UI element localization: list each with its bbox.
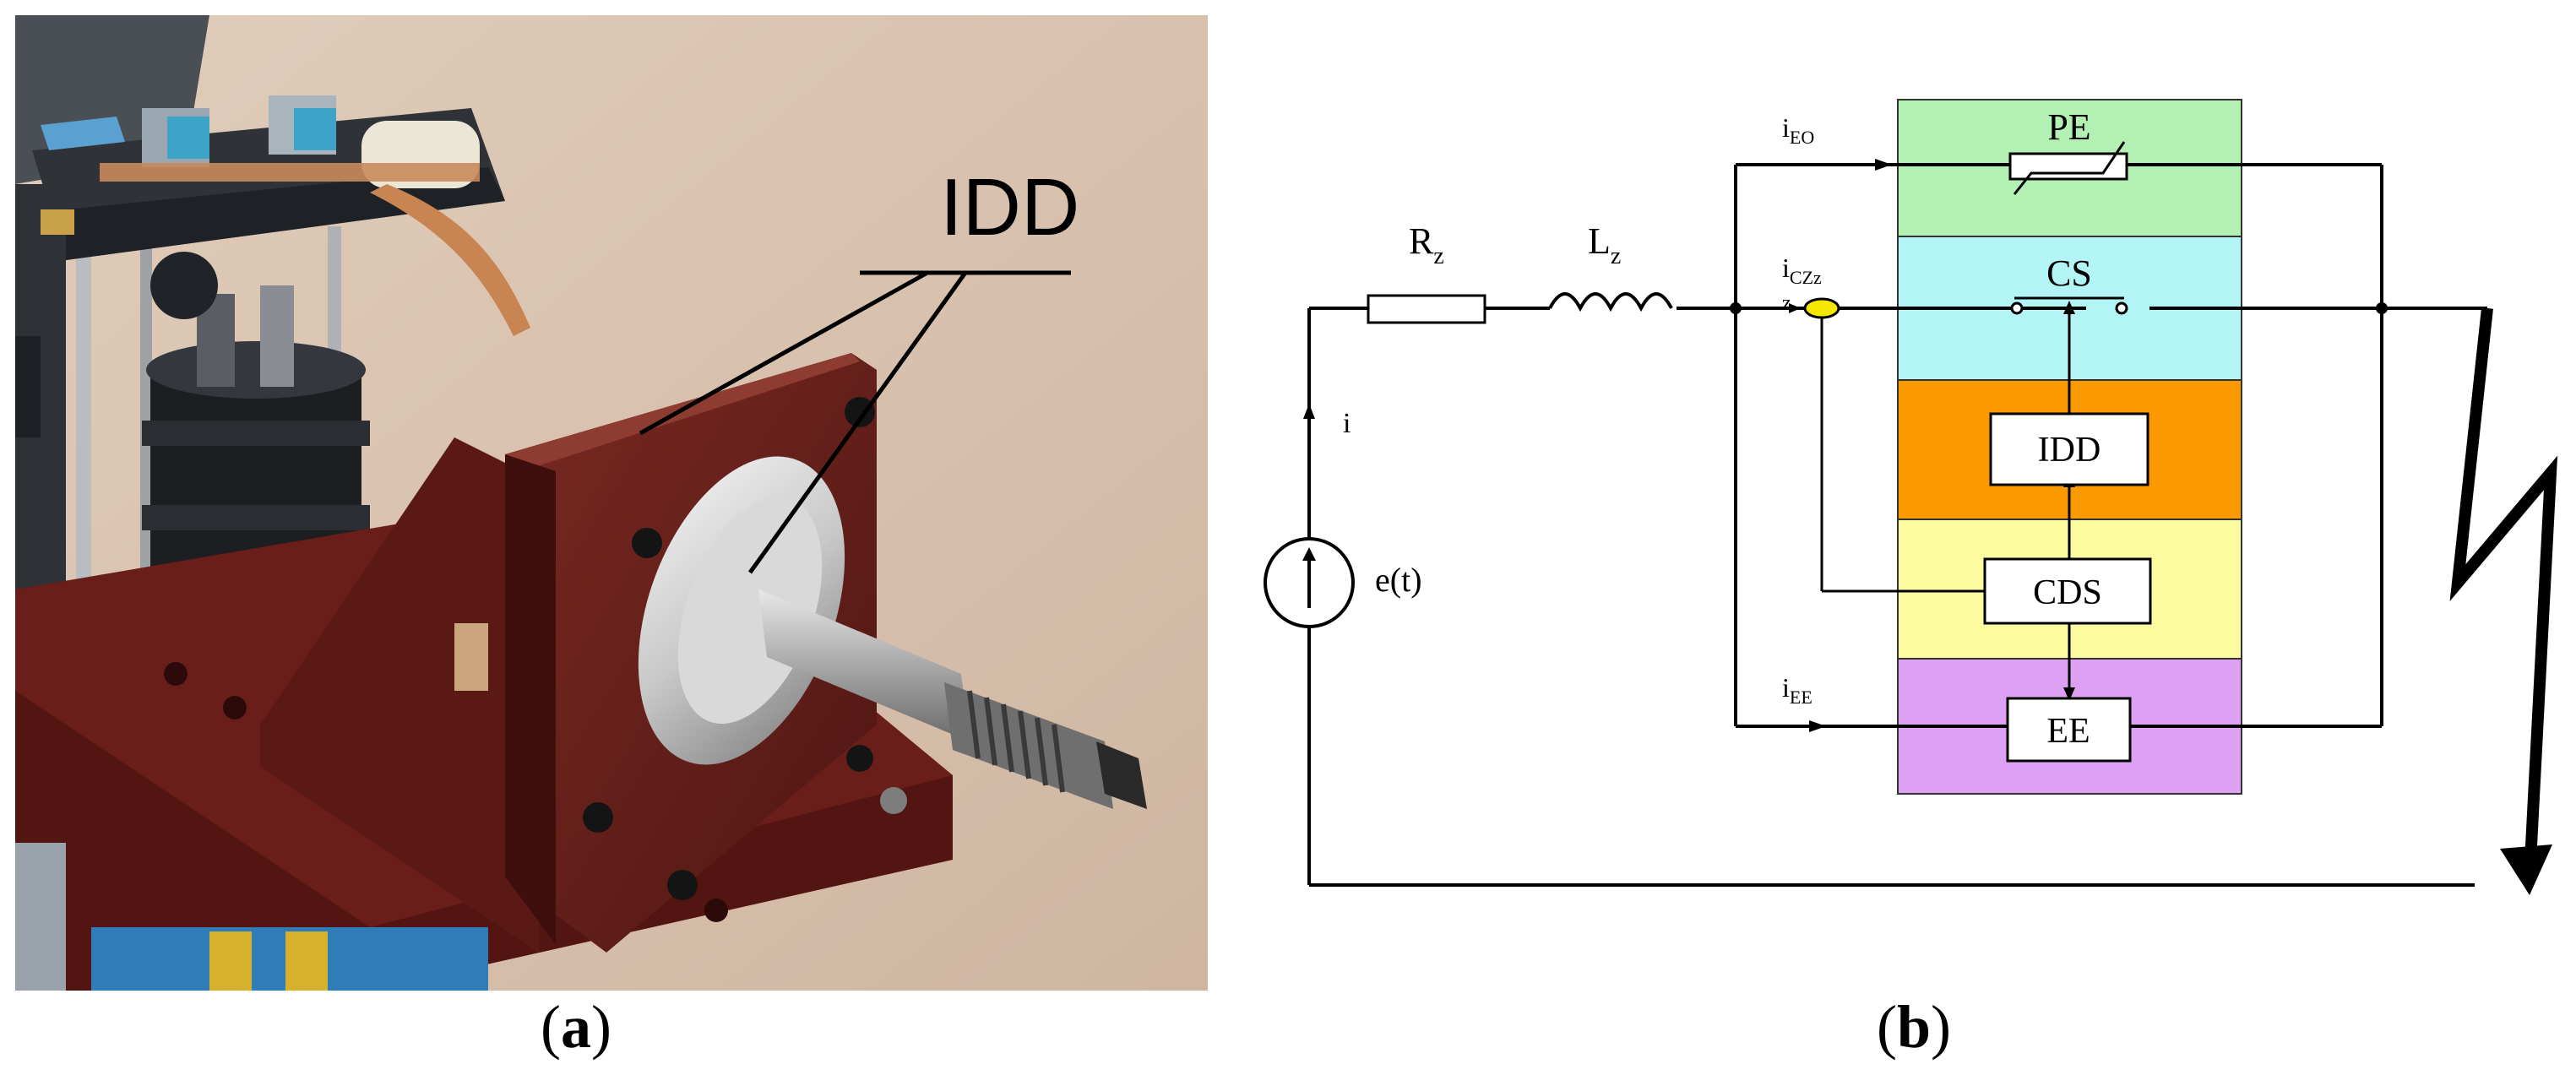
current-sensor <box>1803 297 1840 319</box>
label-iee: iEE <box>1782 672 1812 708</box>
label-lz: Lz <box>1588 220 1621 269</box>
label-a-close: ) <box>590 993 611 1061</box>
label-source: e(t) <box>1375 561 1422 599</box>
node-dot <box>2376 302 2388 314</box>
block-label-idd: IDD <box>2038 431 2101 470</box>
arrow-iee <box>1809 720 1826 732</box>
resistor-rz <box>1367 294 1486 324</box>
circuit-diagram: PE CS IDD CDS EE Rz Lz i e(t) iEO iCZz z… <box>1208 0 2576 996</box>
panel-label-a: (a) <box>541 996 611 1057</box>
label-b-close: ) <box>1931 993 1952 1061</box>
switch-cs <box>2010 296 2128 315</box>
label-ieo: iEO <box>1782 112 1814 148</box>
block-cds-box <box>1983 557 2152 625</box>
varistor-pe <box>2008 152 2128 181</box>
device-photo <box>15 15 1208 991</box>
block-label-ee: EE <box>2046 712 2090 751</box>
block-label-cs: CS <box>2046 252 2092 294</box>
block-label-pe: PE <box>2047 106 2090 148</box>
arrow-ieo <box>1875 159 1892 171</box>
label-a-open: ( <box>541 993 561 1061</box>
fault-bolt-icon <box>2449 307 2558 879</box>
label-rz: Rz <box>1409 220 1444 269</box>
idd-callout-lines <box>639 270 1071 574</box>
label-b-letter: b <box>1896 993 1932 1061</box>
label-iczz-z: z <box>1782 292 1791 314</box>
idd-callout-label: IDD <box>940 162 1080 252</box>
current-arrow-i <box>1303 404 1315 419</box>
label-a-letter: a <box>560 993 591 1061</box>
block-idd-box <box>1989 412 2149 486</box>
block-pe-band <box>1897 99 2242 237</box>
current-source <box>1264 537 1355 628</box>
panel-label-b: (b) <box>1877 996 1951 1057</box>
block-label-cds: CDS <box>2033 573 2102 612</box>
label-i: i <box>1343 408 1350 439</box>
arrow-iczz <box>1789 303 1801 313</box>
sensor-signal-line <box>1820 318 1985 593</box>
block-ee-box <box>2006 697 2132 763</box>
label-iczz: iCZz <box>1782 252 1822 288</box>
node-dot <box>1730 302 1742 314</box>
label-b-open: ( <box>1877 993 1897 1061</box>
inductor-lz <box>1548 292 1673 312</box>
